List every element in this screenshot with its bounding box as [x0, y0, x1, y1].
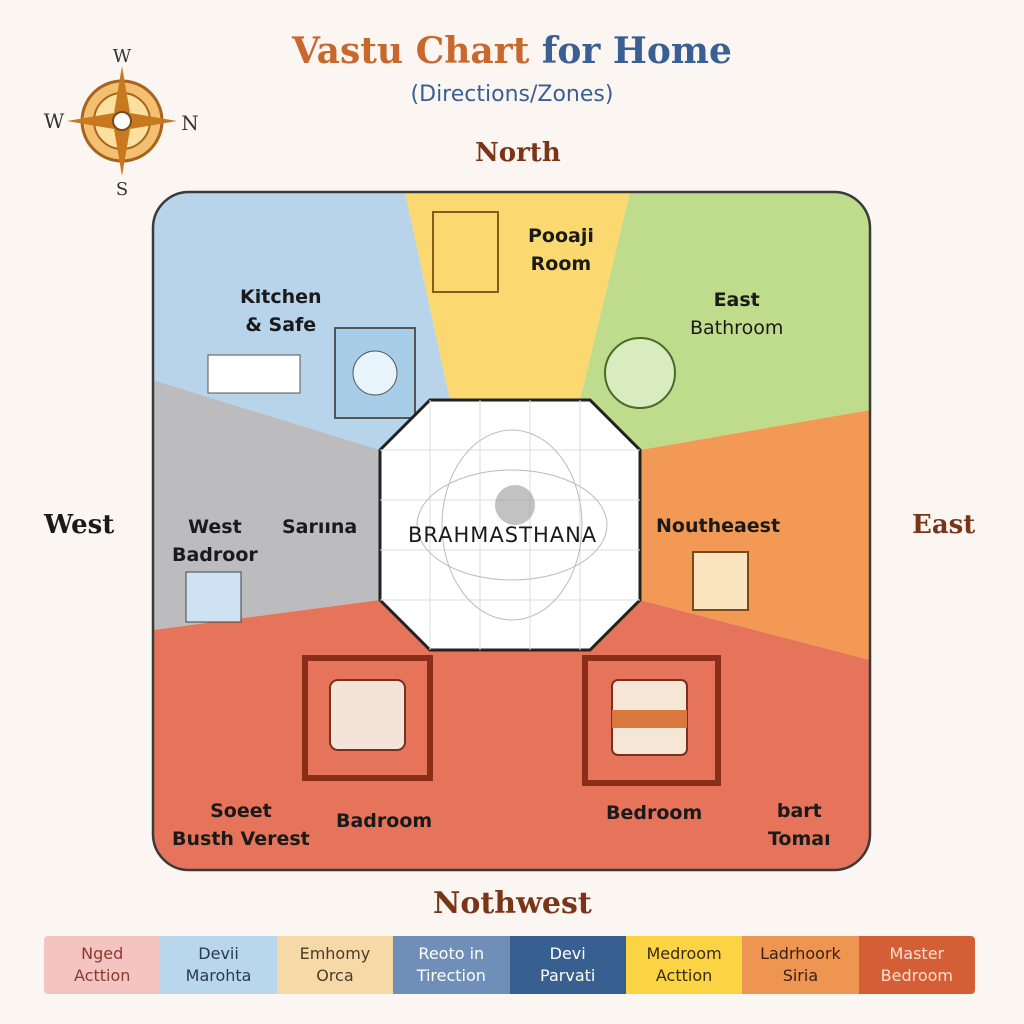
direction-north: North: [475, 138, 561, 168]
zone-label-kitchen: Kitchen& Safe: [240, 286, 322, 336]
zone-label-brahmasthana: BRAHMASTHANA: [408, 523, 598, 547]
page-title: Vastu Chart for Home: [292, 30, 732, 72]
house-outline: [151, 190, 872, 872]
compass-left-label: W: [44, 109, 65, 133]
direction-bottom: Nothwest: [433, 886, 592, 921]
zone-label-bedroom: Bedroom: [606, 802, 703, 824]
compass-right-label: N: [181, 111, 199, 135]
zone-label-sarina: Sarıına: [282, 516, 358, 538]
lotus-icon: [495, 485, 535, 525]
zone-south-red: [153, 600, 870, 870]
compass-icon: [67, 66, 177, 176]
subtitle: (Directions/Zones): [410, 82, 614, 107]
direction-east: East: [912, 510, 976, 540]
zone-label-northeast: Noutheaest: [656, 515, 781, 537]
compass-top-label: W: [113, 46, 132, 67]
zone-west-gray: [153, 380, 380, 630]
direction-west: West: [44, 510, 115, 540]
zone-north-yellow: [405, 192, 630, 400]
zone-label-badroom: Badroom: [336, 810, 433, 832]
compass-bottom-label: S: [116, 179, 128, 200]
